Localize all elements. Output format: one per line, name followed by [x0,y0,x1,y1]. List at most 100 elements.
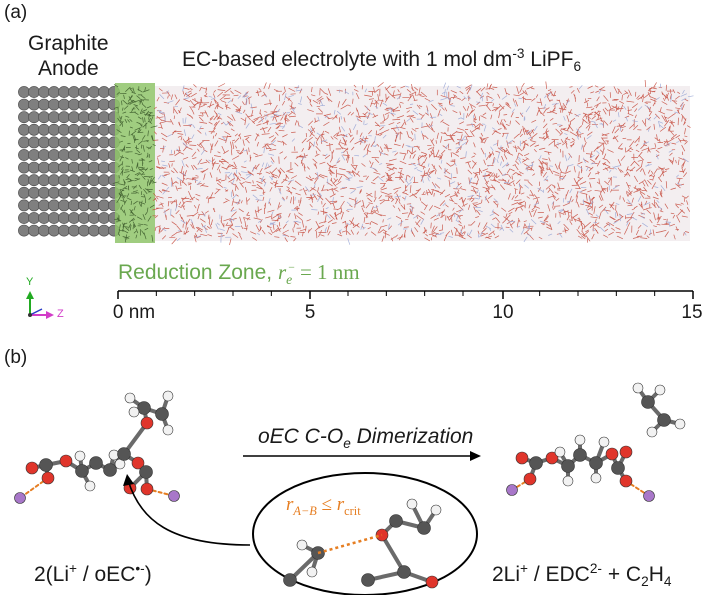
graphite-atom [98,136,110,149]
hydrogen-atom [674,418,686,430]
graphite-atom [28,161,40,174]
oxygen-atom [41,471,55,485]
hydrogen-atom [296,539,308,551]
graphite-atom [68,149,80,161]
graphite-atom [98,174,110,187]
product-label: 2Li+ / EDC2- + C2H4 [492,561,672,590]
graphite-atom [28,98,40,111]
carbon-atom [139,465,153,479]
graphite-atom [68,136,80,149]
carbon-atom [589,456,603,470]
graphite-atom [28,186,40,199]
graphite-atom [48,186,60,199]
graphite-atom [28,111,40,124]
axis-tick-label-10: 10 [492,302,514,323]
graphite-atom [78,136,90,149]
graphite-atom [18,123,30,136]
hydrogen-atom [646,426,658,438]
oxygen-atom [131,456,145,470]
graphite-atom [98,224,110,237]
graphite-atom [38,161,50,174]
graphite-atom [88,199,100,212]
graphite-atom [58,224,70,237]
graphite-atom [68,174,80,187]
oxygen-atom [545,451,559,465]
oec-radical-molecule-left [14,390,180,504]
graphite-atom [68,111,80,124]
graphite-atom [48,212,60,224]
hydrogen-atom [84,480,96,492]
graphite-atom [58,86,70,98]
reaction-label: oEC C-Oe Dimerization [258,425,474,452]
hydrogen-atom [430,504,442,516]
anode-label-line2: Anode [38,57,99,80]
electrolyte-title: EC-based electrolyte with 1 mol dm-3 LiP… [182,46,582,75]
graphite-atom [28,212,40,224]
graphite-atom [78,161,90,174]
graphite-atom [78,212,90,224]
carbon-atom [397,565,411,579]
graphite-atom [48,149,60,161]
graphite-atom [38,224,50,237]
hydrogen-atom [128,406,140,418]
graphite-atom [98,161,110,174]
hydrogen-atom [74,450,86,462]
graphite-atom [48,98,60,111]
graphite-atom [98,199,110,212]
graphite-atom [88,136,100,149]
graphite-atom [98,123,110,136]
graphite-atom [98,186,110,199]
carbon-atom [283,573,297,587]
graphite-atom [38,149,50,161]
hydrogen-atom [124,392,136,404]
distance-axis [117,290,694,299]
oxygen-atom [515,451,529,465]
carbon-atom [561,459,575,473]
hydrogen-atom [562,475,574,487]
graphite-atom [98,212,110,224]
graphite-atom [48,224,60,237]
bond [380,533,406,574]
graphite-atom [68,123,80,136]
axis-z-letter: Z [57,308,64,320]
graphite-atom [58,161,70,174]
carbon-atom [389,514,403,528]
graphite-atom [18,98,30,111]
carbon-atom [641,395,655,409]
axis-y-letter: Y [26,276,34,288]
critical-distance-line [317,533,383,555]
graphite-atom [18,212,30,224]
graphite-atom [78,111,90,124]
electrolyte-bonds-blue [157,82,694,245]
graphite-atom [58,199,70,212]
axis-tick-label-5: 5 [304,302,316,323]
graphite-atom [48,86,60,98]
graphite-atom [78,123,90,136]
graphite-atom [68,186,80,199]
lithium-atom [168,490,180,502]
hydrogen-atom [554,446,566,458]
lithium-atom [14,492,26,504]
graphite-atom [88,161,100,174]
graphite-atom [18,86,30,98]
hydrogen-atom [590,472,602,484]
oxygen-atom [59,454,73,468]
graphite-atom [78,174,90,187]
zoom-curved-arrow [123,474,251,546]
graphite-atom [38,212,50,224]
carbon-atom [89,456,103,470]
graphite-atom [58,186,70,199]
oxygen-atom [25,461,39,475]
graphite-atom [58,123,70,136]
anode-label-line1: Graphite [28,32,109,55]
hydrogen-atom [162,424,174,436]
carbon-atom [103,463,117,477]
graphite-atom [28,199,40,212]
carbon-atom [39,458,53,472]
hydrogen-atom [306,566,318,578]
oxygen-atom [619,474,633,488]
oxygen-atom [605,447,619,461]
graphite-atom [38,111,50,124]
panel-a-label: (a) [4,2,28,23]
